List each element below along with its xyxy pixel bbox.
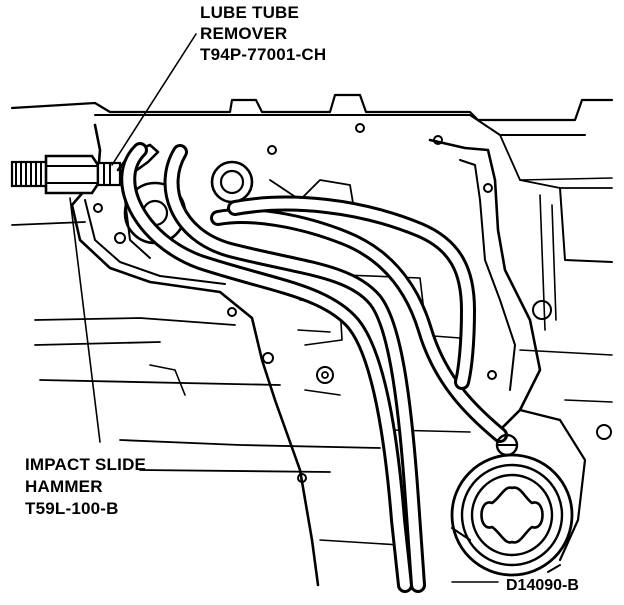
figure-code: D14090-B xyxy=(506,577,579,594)
lube-tube-remover-line1: LUBE TUBE xyxy=(200,3,299,22)
impact-slide-hammer-line2: HAMMER xyxy=(25,477,103,496)
callout-lube-tube-remover: LUBE TUBE REMOVER T94P-77001-CH xyxy=(200,3,326,64)
callout-impact-slide-hammer: IMPACT SLIDE HAMMER T59L-100-B xyxy=(25,455,146,518)
lube-tubes xyxy=(120,142,519,593)
lube-tube-remover-line2: REMOVER xyxy=(200,24,287,43)
impact-slide-hammer-line1: IMPACT SLIDE xyxy=(25,455,146,474)
pump-gear xyxy=(450,453,574,577)
lube-tube-remover-part-number: T94P-77001-CH xyxy=(200,45,326,64)
impact-slide-hammer-tool xyxy=(10,154,122,195)
callout-leaders xyxy=(69,33,499,583)
impact-slide-hammer-part-number: T59L-100-B xyxy=(25,499,119,518)
